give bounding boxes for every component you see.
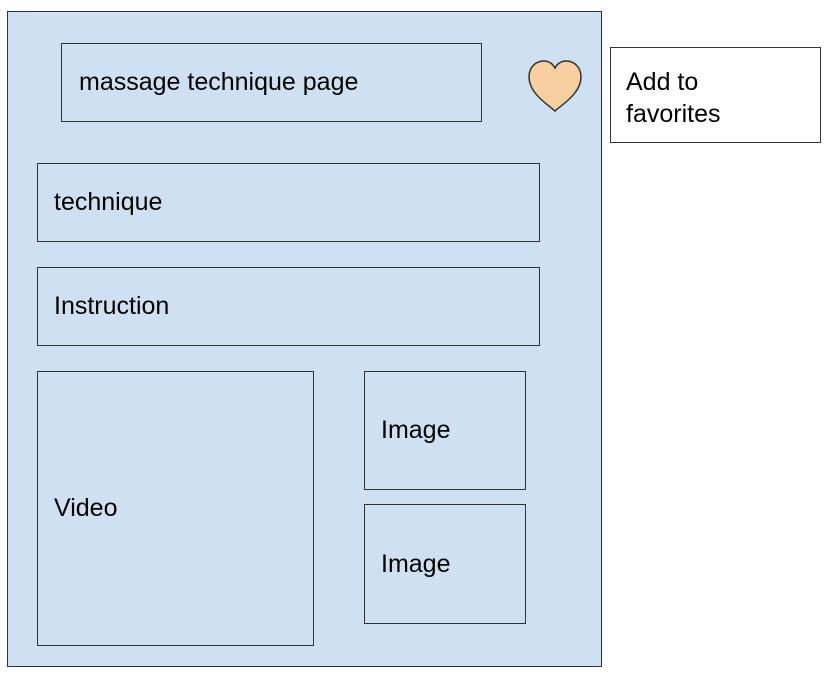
image-placeholder-1: Image [364, 371, 526, 490]
instruction-section: Instruction [37, 267, 540, 346]
technique-section: technique [37, 163, 540, 242]
video-label: Video [54, 494, 118, 522]
video-placeholder[interactable]: Video [37, 371, 314, 646]
image-label-1: Image [381, 416, 451, 444]
image-label-2: Image [381, 549, 451, 578]
instruction-label: Instruction [54, 292, 170, 320]
add-to-favorites-annotation: Add to favorites [610, 47, 821, 143]
page-title: massage technique page [79, 68, 359, 96]
heart-icon[interactable] [525, 57, 585, 115]
image-placeholder-2: Image [364, 504, 526, 624]
heart-shape [528, 60, 582, 112]
page-title-box: massage technique page [61, 43, 482, 122]
technique-label: technique [54, 188, 163, 216]
page-frame: massage technique page technique Instruc… [7, 11, 602, 667]
